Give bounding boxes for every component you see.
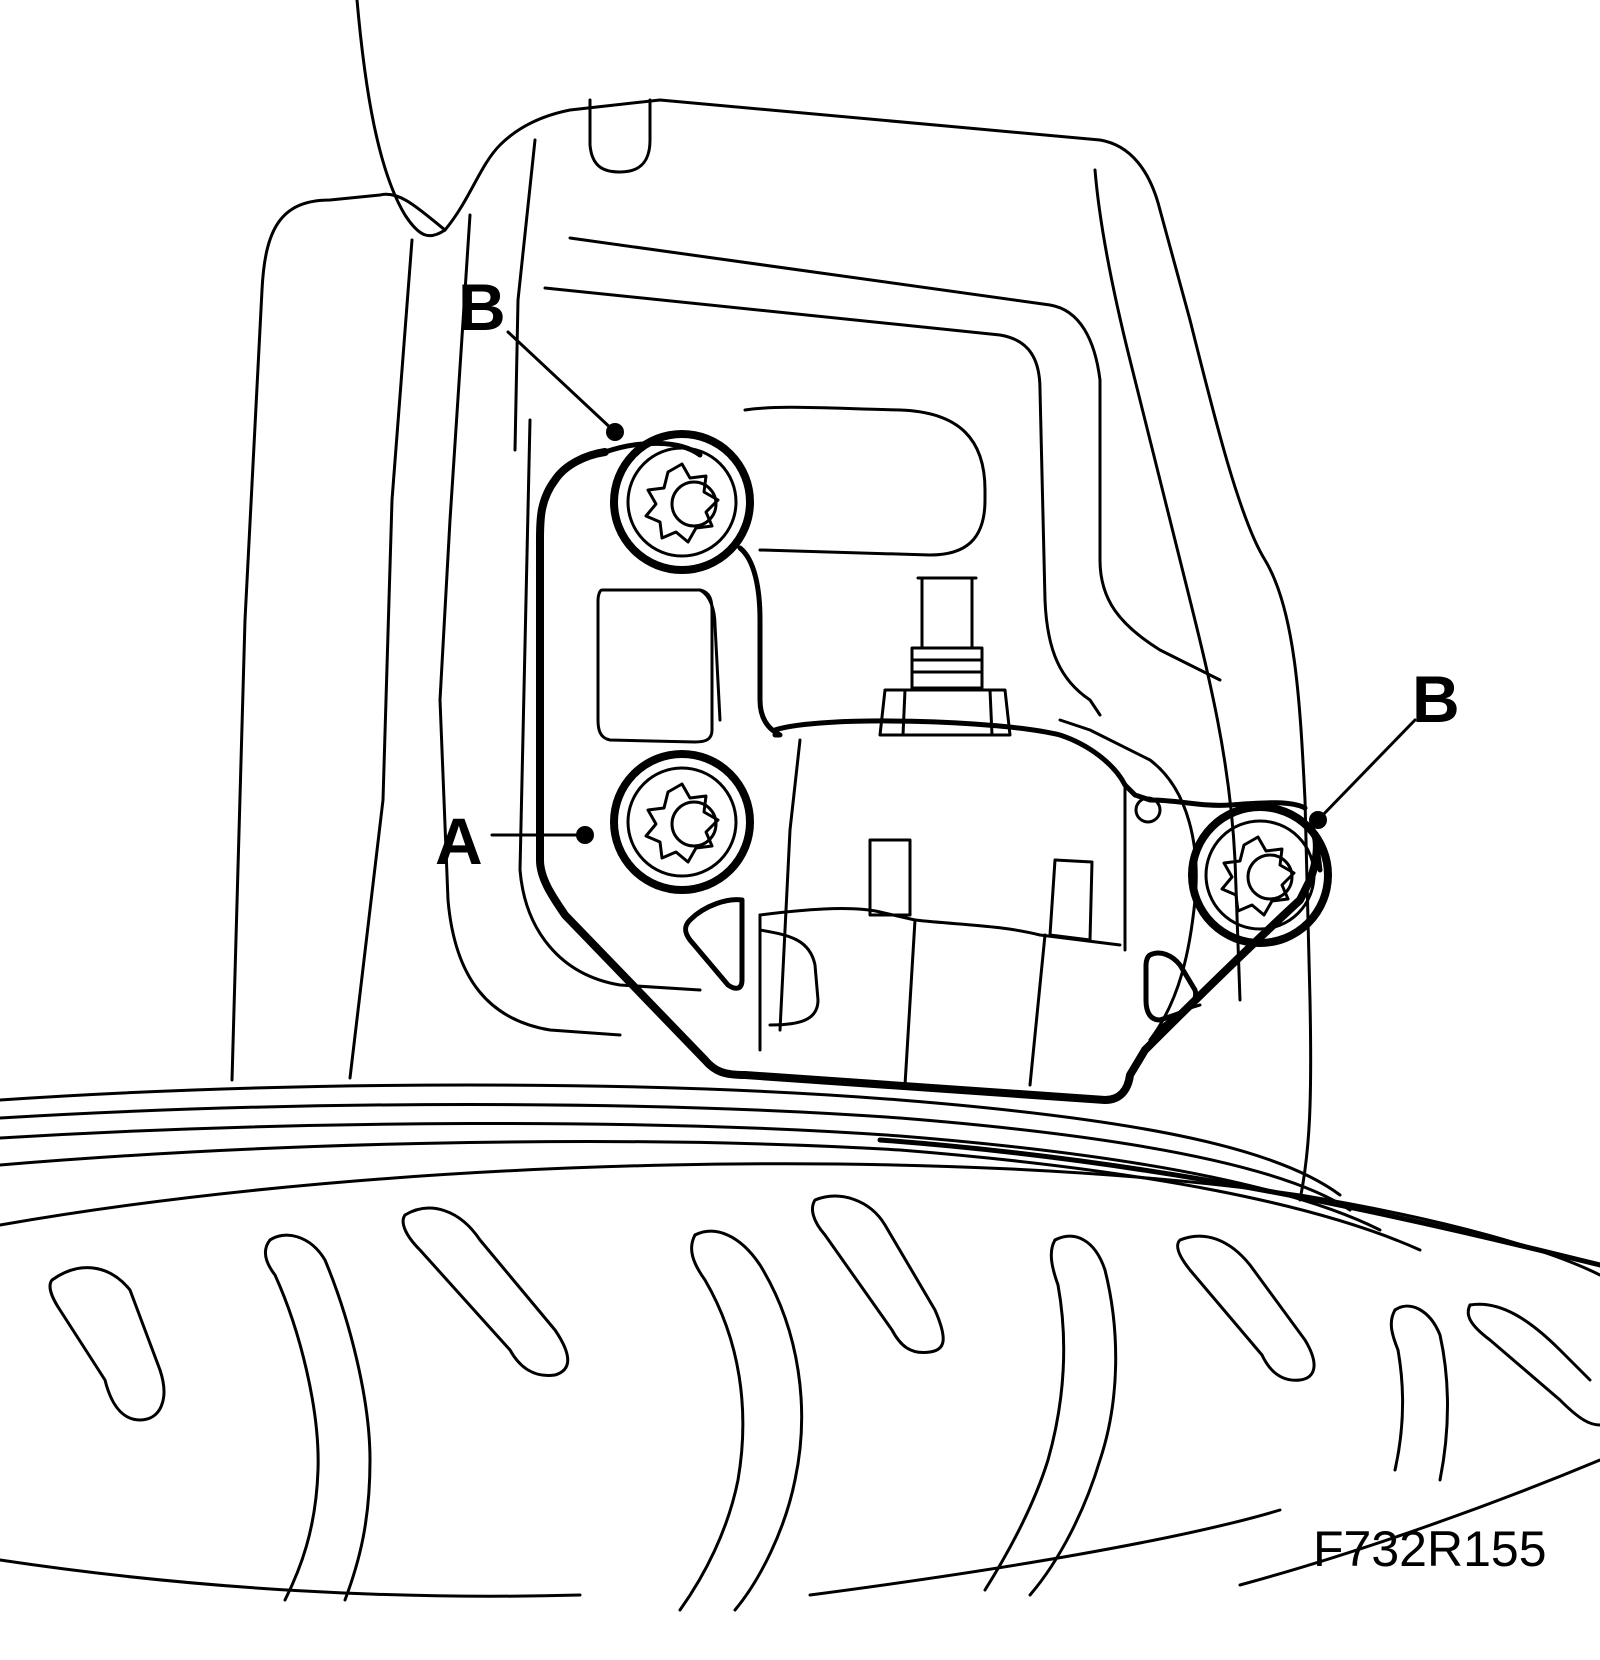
bolt-upper: [610, 430, 754, 574]
lower-panel-lines: [0, 1458, 1600, 1598]
bolt-lower: [610, 750, 754, 894]
bolt-right: [1188, 803, 1332, 947]
figure-code: F732R155: [1313, 1521, 1547, 1577]
leader-b-right: [1309, 718, 1417, 829]
mounting-bracket: [536, 440, 1323, 1104]
motor-housing: [743, 405, 1162, 1087]
body-panel: [230, 0, 1313, 1202]
callout-label-a: A: [435, 804, 483, 878]
callout-label-b-right: B: [1412, 662, 1460, 736]
leader-b-upper: [506, 330, 624, 441]
cowl-panel: [0, 1083, 1600, 1277]
grille-slots: [48, 1194, 1600, 1612]
callout-label-b-upper: B: [458, 270, 506, 344]
leader-a: [490, 826, 594, 844]
